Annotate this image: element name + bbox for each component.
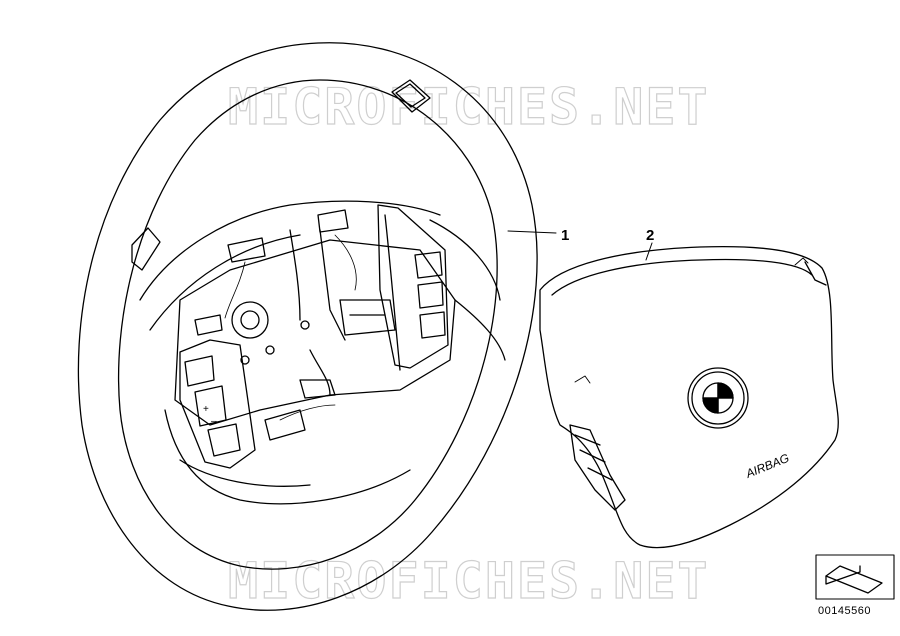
svg-text:+: +	[203, 404, 209, 415]
svg-text:–: –	[211, 416, 217, 427]
watermark-bottom: MICROFICHES.NET	[227, 551, 710, 610]
airbag-module-drawing	[539, 245, 839, 549]
callout-part-1: 1	[561, 227, 570, 244]
leader-line-1	[507, 230, 557, 234]
arrow-symbol-icon	[815, 554, 895, 600]
callout-part-2: 2	[646, 227, 655, 244]
bmw-roundel-icon	[687, 367, 749, 429]
right-switch-cluster	[377, 204, 449, 371]
leader-line-2	[645, 242, 653, 261]
airbag-label: AIRBAG	[743, 451, 791, 481]
steering-wheel-drawing: + –	[77, 42, 538, 611]
reference-number: 00145560	[818, 605, 871, 617]
watermark-top: MICROFICHES.NET	[227, 77, 710, 136]
left-switch-cluster: + –	[179, 339, 256, 469]
